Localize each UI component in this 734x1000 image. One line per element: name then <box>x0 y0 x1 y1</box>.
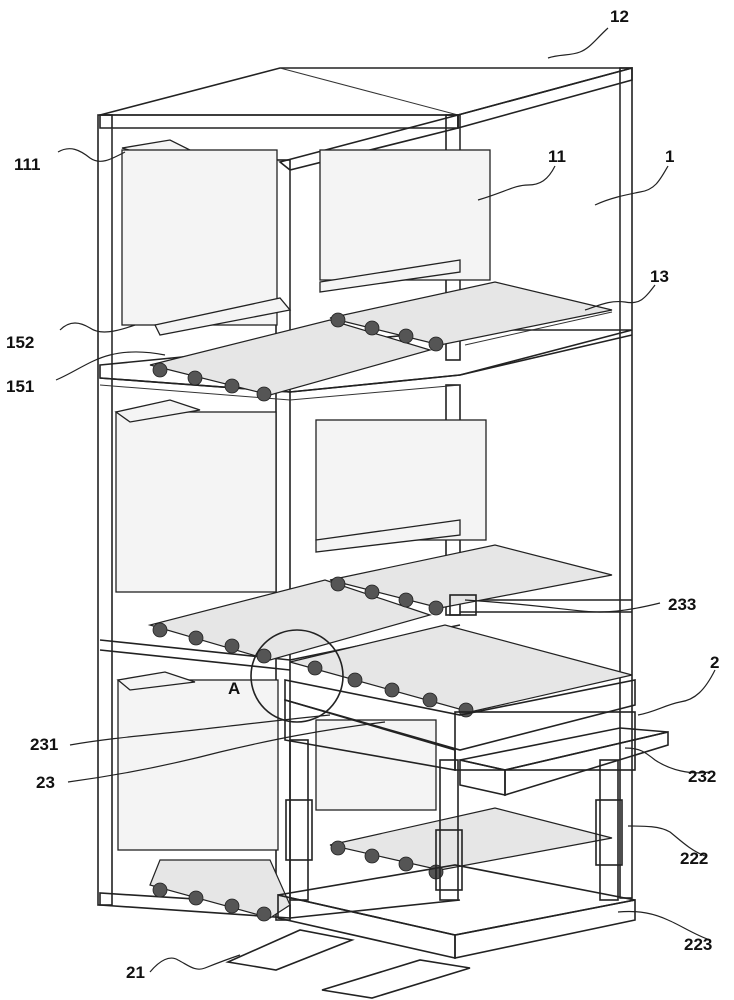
label-12: 12 <box>610 7 629 26</box>
base-plate <box>277 864 636 960</box>
label-222: 222 <box>680 849 708 868</box>
label-21: 21 <box>126 963 145 982</box>
label-1: 1 <box>665 147 674 166</box>
label-231: 231 <box>30 735 58 754</box>
side-table <box>459 727 669 797</box>
conveyor-mid-right <box>329 544 613 616</box>
floor-rails <box>225 929 471 999</box>
label-2: 2 <box>710 653 719 672</box>
conveyor-upper-left <box>149 319 433 402</box>
lift-platform <box>284 679 636 771</box>
conveyor-upper-right <box>329 281 613 352</box>
conveyor-mid-left <box>147 579 433 664</box>
label-111: 111 <box>14 155 41 174</box>
label-232: 232 <box>688 767 716 786</box>
cabinet-boxes <box>114 139 491 851</box>
label-151: 151 <box>6 377 34 396</box>
label-223: 223 <box>684 935 712 954</box>
label-23: 23 <box>36 773 55 792</box>
reference-labels: 12 111 11 1 13 152 151 233 2 A 231 23 23… <box>6 7 719 982</box>
label-13: 13 <box>650 267 669 286</box>
hydraulic-columns <box>285 594 623 901</box>
detail-circle-a <box>250 629 344 723</box>
label-11: 11 <box>548 147 566 166</box>
transfer-conveyor <box>289 624 633 718</box>
label-233: 233 <box>668 595 696 614</box>
leader-lines <box>55 27 716 973</box>
conveyor-bottom-left <box>149 859 291 922</box>
label-a: A <box>228 679 240 698</box>
label-152: 152 <box>6 333 34 352</box>
